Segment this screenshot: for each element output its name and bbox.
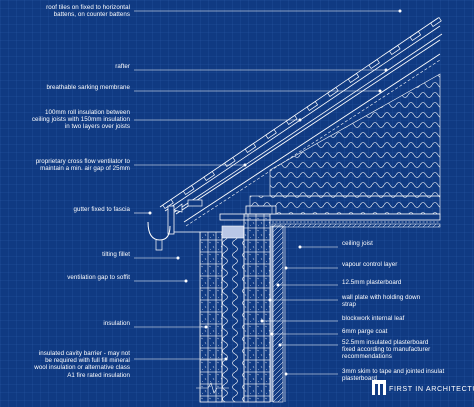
tile-batten xyxy=(409,31,422,41)
label-skim: 3mm skim to tape and jointed insulat pla… xyxy=(342,368,445,383)
label-roll-insulation: 100mm roll insulation between ceiling jo… xyxy=(31,109,130,131)
label-cavity-barrier: insulated cavity barrier - may not be re… xyxy=(34,350,130,379)
leader-dot xyxy=(270,332,274,336)
leader-dot xyxy=(243,163,247,167)
leader-dot xyxy=(398,9,402,13)
ceiling-plasterboard xyxy=(271,223,441,228)
ceiling-joist xyxy=(219,213,441,221)
tilting-fillet xyxy=(173,203,183,213)
leader-dot xyxy=(224,357,228,361)
label-rafter: rafter xyxy=(115,63,130,70)
label-sarking: breathable sarking membrane xyxy=(46,84,130,91)
gutter xyxy=(147,221,171,241)
leader-dot xyxy=(268,298,272,302)
label-gutter: gutter fixed to fascia xyxy=(73,206,130,213)
rafter xyxy=(175,39,441,223)
tile-batten xyxy=(430,17,442,27)
fascia xyxy=(167,205,175,235)
tile-batten xyxy=(244,143,257,153)
label-wall-plate: wall plate with holding down strap xyxy=(342,294,421,309)
gutter-outlet xyxy=(155,240,163,251)
leader-dot xyxy=(260,319,264,323)
leader-dot xyxy=(276,283,280,287)
tile-batten xyxy=(306,101,319,111)
outer-leaf xyxy=(199,231,223,403)
leader-dot xyxy=(184,279,188,283)
brand-name: FIRST IN ARCHITECTURE xyxy=(389,384,474,393)
label-plasterboard-525: 52.5mm insulated plasterboard fixed acco… xyxy=(342,339,431,361)
label-plasterboard-125: 12.5mm plasterboard xyxy=(342,279,402,286)
tile-batten xyxy=(368,59,380,69)
tile-batten xyxy=(203,171,215,181)
tile-batten xyxy=(347,73,360,83)
cross-flow-ventilator xyxy=(187,199,203,207)
tile-batten xyxy=(265,129,277,139)
label-insulation: insulation xyxy=(103,320,130,327)
break-line xyxy=(196,382,229,394)
leader-dot xyxy=(384,68,388,72)
leader-dot xyxy=(298,118,302,122)
leader-dot xyxy=(278,343,282,347)
leader-dot xyxy=(204,325,208,329)
tile-courses xyxy=(162,17,442,209)
loft-insulation-between-joists xyxy=(249,195,441,215)
label-roof-tiles: roof tiles on fixed to horizontal batten… xyxy=(46,4,130,19)
parge-coat xyxy=(270,226,273,402)
label-tilting-fillet: tilting fillet xyxy=(102,251,130,258)
label-ventilation-gap: ventilation gap to soffit xyxy=(67,274,130,281)
inner-leaf-blockwork xyxy=(243,213,271,403)
leader-dot xyxy=(148,211,152,215)
building-logo-icon xyxy=(372,380,386,395)
label-ventilator: proprietary cross flow ventilator to mai… xyxy=(35,158,130,173)
tile-batten xyxy=(327,87,339,97)
label-ceiling-joist: ceiling joist xyxy=(342,240,373,247)
leader-dot xyxy=(284,372,288,376)
label-vapour-control: vapour control layer xyxy=(342,261,398,268)
insulated-plasterboard xyxy=(272,225,284,403)
label-blockwork: blockwork internal leaf xyxy=(342,315,405,322)
cavity-barrier xyxy=(221,225,245,239)
wall-plate xyxy=(245,205,277,215)
leader-dot xyxy=(176,256,180,260)
cavity-insulation xyxy=(221,231,245,403)
leader-dot xyxy=(378,89,382,93)
brand: FIRST IN ARCHITECTURE xyxy=(371,378,474,400)
tile-batten xyxy=(182,185,195,195)
label-parge-coat: 6mm parge coat xyxy=(342,328,388,335)
leader-dot xyxy=(298,245,302,249)
sarking-membrane xyxy=(185,59,441,227)
tile-batten xyxy=(389,45,401,55)
leader-dot xyxy=(284,266,288,270)
